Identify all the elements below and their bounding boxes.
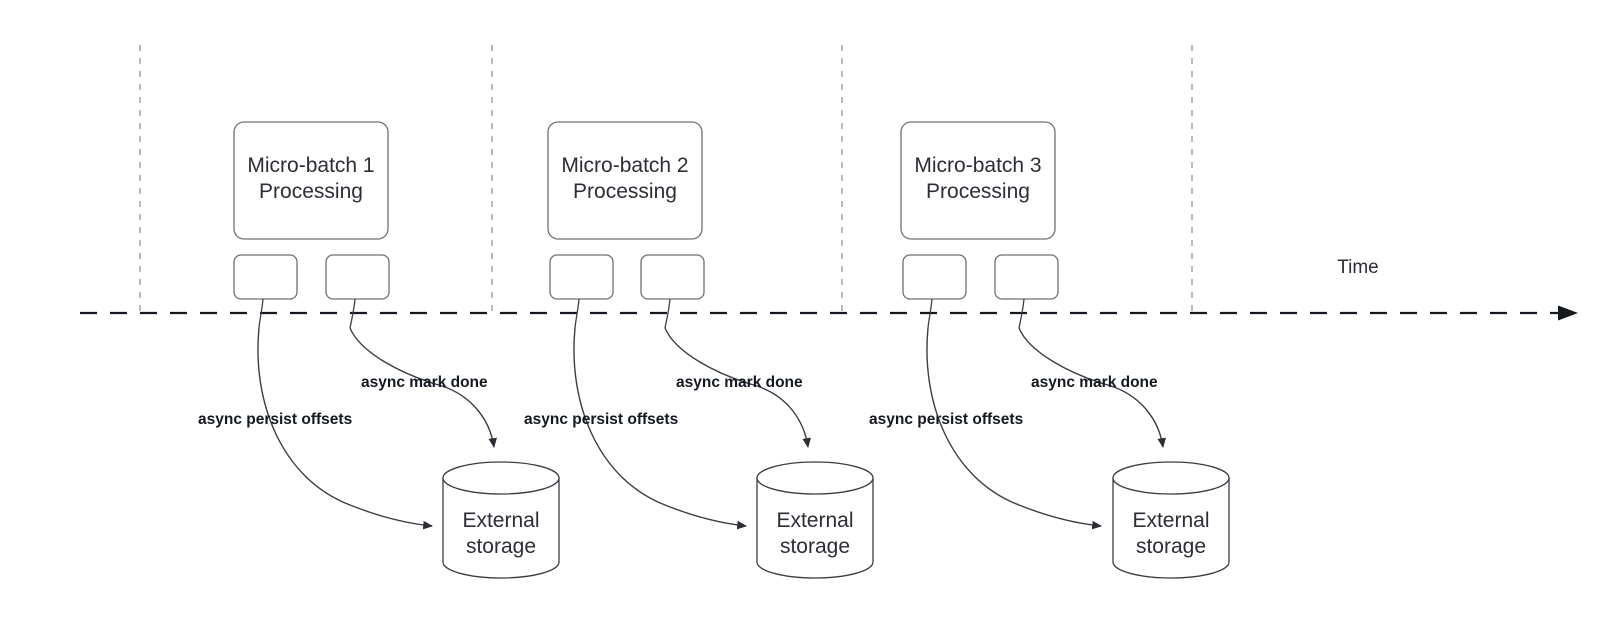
group-3-markdone-stub <box>1018 298 1025 329</box>
group-2-storage-body <box>756 477 874 579</box>
time-axis-arrowhead <box>1558 305 1578 321</box>
group-3-storage-body <box>1112 477 1230 579</box>
group-2: Micro-batch 2 Processing async persist o… <box>524 121 874 579</box>
group-3-storage-label-line1: External <box>1132 509 1209 532</box>
group-2-async-persist-offsets-label: async persist offsets <box>524 411 678 428</box>
microbatch-1-label-line2: Processing <box>259 180 363 203</box>
group-2-storage-top <box>756 461 874 495</box>
group-2-async-persist-offsets-edge <box>573 327 747 530</box>
microbatch-3-box[interactable] <box>900 121 1056 240</box>
microbatch-2-box[interactable] <box>547 121 703 240</box>
group-3-persist-offsets-task-box[interactable] <box>902 254 967 300</box>
microbatch-1-box[interactable] <box>233 121 389 240</box>
group-3-mark-done-task-box[interactable] <box>994 254 1059 300</box>
group-2-async-mark-done-edge <box>664 327 811 448</box>
group-1-external-storage[interactable]: External storage <box>442 461 560 579</box>
group-1-storage-top <box>442 461 560 495</box>
group-2-persist-stub <box>574 298 580 329</box>
group-3-async-persist-offsets-edge <box>926 327 1102 530</box>
time-axis <box>80 305 1578 321</box>
time-axis-label: Time <box>1337 257 1379 278</box>
group-1-async-persist-offsets-edge <box>257 327 433 530</box>
group-3-persist-stub <box>927 298 933 329</box>
group-2-external-storage[interactable]: External storage <box>756 461 874 579</box>
group-1-storage-label-line2: storage <box>466 535 536 558</box>
microbatch-2-label-line1: Micro-batch 2 <box>561 154 688 177</box>
group-1-mark-done-task-box[interactable] <box>325 254 390 300</box>
group-2-mark-done-task-box[interactable] <box>640 254 705 300</box>
group-2-storage-label-line1: External <box>776 509 853 532</box>
group-3-storage-top <box>1112 461 1230 495</box>
group-1-storage-body <box>442 477 560 579</box>
group-2-storage-label-line2: storage <box>780 535 850 558</box>
group-3-external-storage[interactable]: External storage <box>1112 461 1230 579</box>
group-2-persist-offsets-task-box[interactable] <box>549 254 614 300</box>
group-1: Micro-batch 1 Processing async persist o… <box>198 121 560 579</box>
group-1-markdone-stub <box>349 298 356 329</box>
group-3-async-persist-offsets-label: async persist offsets <box>869 411 1023 428</box>
group-3: Micro-batch 3 Processing async persist o… <box>869 121 1230 579</box>
microbatch-1-label-line1: Micro-batch 1 <box>247 154 374 177</box>
microbatch-2-label-line2: Processing <box>573 180 677 203</box>
group-3-storage-label-line2: storage <box>1136 535 1206 558</box>
group-1-persist-offsets-task-box[interactable] <box>233 254 298 300</box>
group-1-async-persist-offsets-label: async persist offsets <box>198 411 352 428</box>
group-3-async-mark-done-edge <box>1018 327 1166 448</box>
group-1-storage-label-line1: External <box>462 509 539 532</box>
group-3-async-mark-done-label: async mark done <box>1031 374 1158 391</box>
microbatch-3-label-line2: Processing <box>926 180 1030 203</box>
group-1-persist-stub <box>258 298 264 329</box>
group-1-async-mark-done-label: async mark done <box>361 374 488 391</box>
group-2-async-mark-done-label: async mark done <box>676 374 803 391</box>
group-2-markdone-stub <box>664 298 671 329</box>
microbatch-3-label-line1: Micro-batch 3 <box>914 154 1041 177</box>
group-1-async-mark-done-edge <box>349 327 497 448</box>
